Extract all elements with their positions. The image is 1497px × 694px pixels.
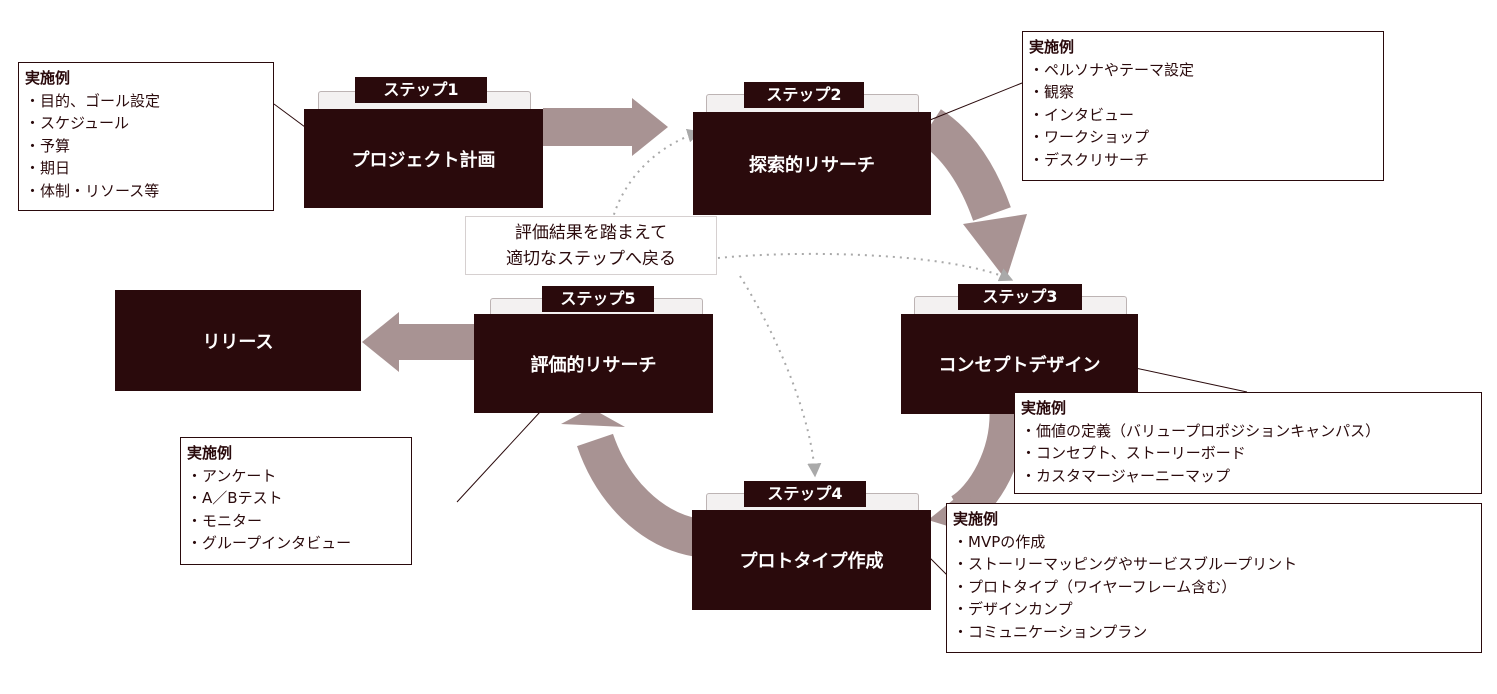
note-item: A／Bテスト bbox=[187, 487, 405, 510]
step3-label: ステップ3 bbox=[958, 284, 1082, 310]
step1-box: プロジェクト計画 bbox=[304, 109, 543, 208]
note-item: インタビュー bbox=[1029, 104, 1377, 127]
note-title: 実施例 bbox=[187, 444, 233, 462]
step1-title: プロジェクト計画 bbox=[351, 149, 496, 171]
step5-examples-note: 実施例 アンケート A／Bテスト モニター グループインタビュー bbox=[180, 437, 412, 565]
note-title: 実施例 bbox=[25, 69, 71, 87]
step5-label: ステップ5 bbox=[542, 286, 654, 312]
step5-box: 評価的リサーチ bbox=[474, 314, 713, 413]
note-item: ペルソナやテーマ設定 bbox=[1029, 59, 1377, 82]
note-item: ストーリーマッピングやサービスブループリント bbox=[953, 553, 1475, 576]
step1-examples-note: 実施例 目的、ゴール設定 スケジュール 予算 期日 体制・リソース等 bbox=[18, 62, 274, 211]
feedback-line1: 評価結果を踏まえて bbox=[514, 223, 668, 243]
dotted-feedback-to-step3 bbox=[717, 252, 1014, 282]
arrow-step2-to-step3 bbox=[918, 109, 1011, 221]
release-box: リリース bbox=[115, 290, 361, 391]
step1-label: ステップ1 bbox=[355, 77, 487, 103]
note-item: 体制・リソース等 bbox=[25, 180, 267, 203]
step3-examples-note: 実施例 価値の定義（バリュープロポジションキャンパス） コンセプト、ストーリーボ… bbox=[1014, 392, 1482, 494]
step2-label: ステップ2 bbox=[744, 82, 864, 108]
note-item: 目的、ゴール設定 bbox=[25, 90, 267, 113]
note-item: デスクリサーチ bbox=[1029, 149, 1377, 172]
arrow-step4-to-step5 bbox=[577, 433, 702, 557]
release-title: リリース bbox=[202, 331, 274, 353]
note-item: コンセプト、ストーリーボード bbox=[1021, 442, 1475, 465]
note-title: 実施例 bbox=[1029, 38, 1075, 56]
step2-examples-note: 実施例 ペルソナやテーマ設定 観察 インタビュー ワークショップ デスクリサーチ bbox=[1022, 31, 1384, 181]
step2-box: 探索的リサーチ bbox=[693, 112, 931, 215]
note-title: 実施例 bbox=[953, 510, 999, 528]
connector-step2-note bbox=[929, 82, 1023, 121]
note-item: 観察 bbox=[1029, 81, 1377, 104]
note-item: コミュニケーションプラン bbox=[953, 621, 1475, 644]
arrow-step5-to-release bbox=[362, 312, 474, 372]
note-item: プロトタイプ（ワイヤーフレーム含む） bbox=[953, 576, 1475, 599]
note-item: モニター bbox=[187, 510, 405, 533]
note-item: スケジュール bbox=[25, 112, 267, 135]
step4-examples-note: 実施例 MVPの作成 ストーリーマッピングやサービスブループリント プロトタイプ… bbox=[946, 503, 1482, 653]
connector-step3-note bbox=[1125, 365, 1248, 393]
note-item: 期日 bbox=[25, 157, 267, 180]
feedback-label: 評価結果を踏まえて 適切なステップへ戻る bbox=[465, 216, 717, 275]
dotted-feedback-to-step4 bbox=[739, 275, 822, 478]
connector-step1-note bbox=[273, 103, 306, 128]
step4-title: プロトタイプ作成 bbox=[739, 551, 884, 572]
step4-label: ステップ4 bbox=[744, 481, 866, 507]
note-item: アンケート bbox=[187, 465, 405, 488]
feedback-line2: 適切なステップへ戻る bbox=[506, 249, 676, 269]
note-title: 実施例 bbox=[1021, 399, 1067, 417]
step3-title: コンセプトデザイン bbox=[938, 355, 1101, 376]
note-item: グループインタビュー bbox=[187, 532, 405, 555]
step2-title: 探索的リサーチ bbox=[749, 154, 875, 176]
note-item: ワークショップ bbox=[1029, 126, 1377, 149]
note-item: デザインカンプ bbox=[953, 598, 1475, 621]
note-item: 価値の定義（バリュープロポジションキャンパス） bbox=[1021, 420, 1475, 443]
arrow-step1-to-step2 bbox=[543, 98, 668, 156]
note-item: 予算 bbox=[25, 135, 267, 158]
note-item: MVPの作成 bbox=[953, 531, 1475, 554]
step4-box: プロトタイプ作成 bbox=[692, 510, 931, 610]
step5-title: 評価的リサーチ bbox=[530, 354, 657, 376]
note-item: カスタマージャーニーマップ bbox=[1021, 465, 1475, 488]
connector-step5-note bbox=[456, 411, 541, 503]
